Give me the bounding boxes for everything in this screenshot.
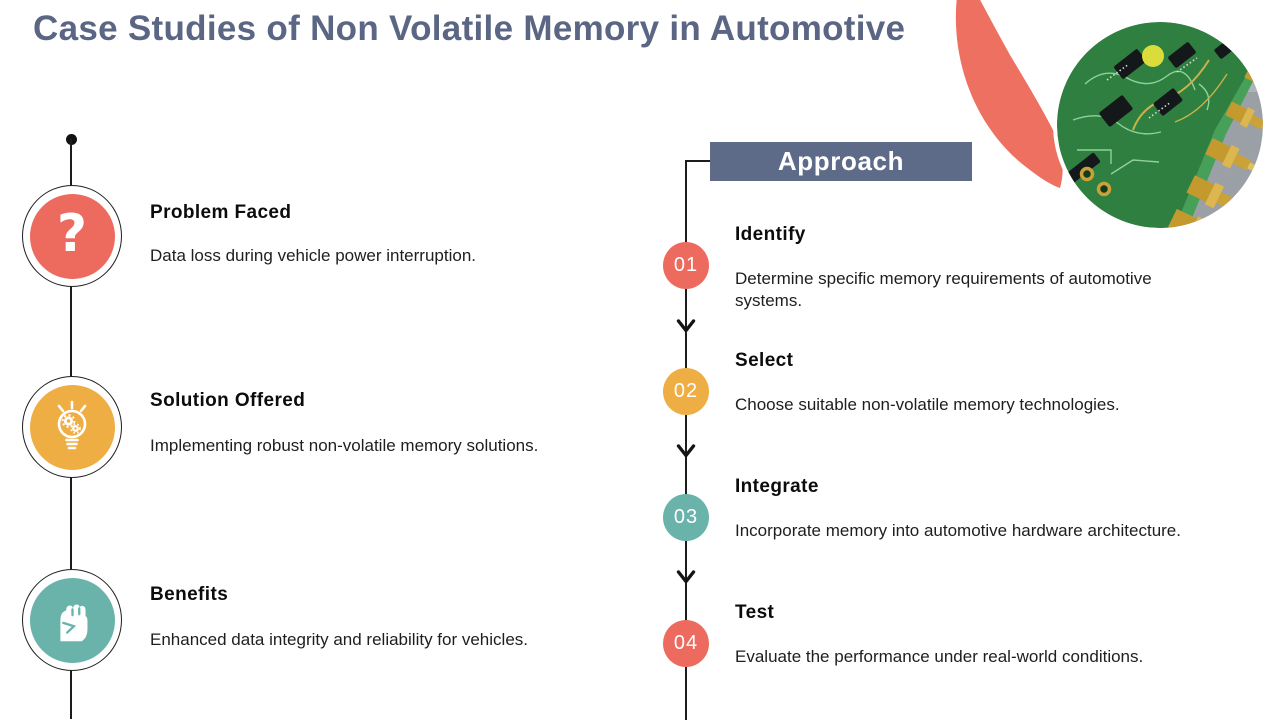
problem-faced-description: Data loss during vehicle power interrupt… — [150, 246, 477, 265]
step-1-title: Identify — [735, 224, 806, 245]
circuit-board-photo — [1057, 22, 1263, 228]
coral-arc — [955, 0, 1063, 188]
page-title: Case Studies of Non Volatile Memory in A… — [33, 9, 906, 48]
circuit-board-illustration — [1057, 22, 1263, 228]
problem-faced-title: Problem Faced — [150, 202, 292, 223]
lightbulb-gears-icon — [29, 384, 115, 470]
step-3-badge: 03 — [663, 494, 709, 541]
approach-connector-line — [685, 160, 710, 162]
problem-faced-circle: ? — [22, 185, 122, 287]
raised-fist-icon — [29, 577, 115, 663]
approach-timeline-line — [685, 160, 687, 720]
arrow-down-icon — [676, 444, 696, 458]
step-2-title: Select — [735, 350, 794, 371]
step-1-description: Determine specific memory requirements o… — [735, 269, 1152, 310]
benefits-title: Benefits — [150, 584, 229, 605]
solution-offered-title: Solution Offered — [150, 390, 306, 411]
solution-offered-description: Implementing robust non-volatile memory … — [150, 436, 539, 455]
step-4-badge: 04 — [663, 620, 709, 667]
solution-offered-circle — [22, 376, 122, 478]
arrow-down-icon — [676, 319, 696, 333]
step-3-title: Integrate — [735, 476, 819, 497]
arrow-down-icon — [676, 570, 696, 584]
benefits-description: Enhanced data integrity and reliability … — [150, 630, 528, 649]
question-mark-icon: ? — [29, 193, 115, 279]
step-3-description: Incorporate memory into automotive hardw… — [735, 521, 1181, 540]
step-2-description: Choose suitable non-volatile memory tech… — [735, 395, 1120, 414]
step-4-description: Evaluate the performance under real-worl… — [735, 647, 1144, 666]
step-4-title: Test — [735, 602, 775, 623]
approach-header: Approach — [710, 142, 972, 181]
step-1-badge: 01 — [663, 242, 709, 289]
step-2-badge: 02 — [663, 368, 709, 415]
benefits-circle — [22, 569, 122, 671]
